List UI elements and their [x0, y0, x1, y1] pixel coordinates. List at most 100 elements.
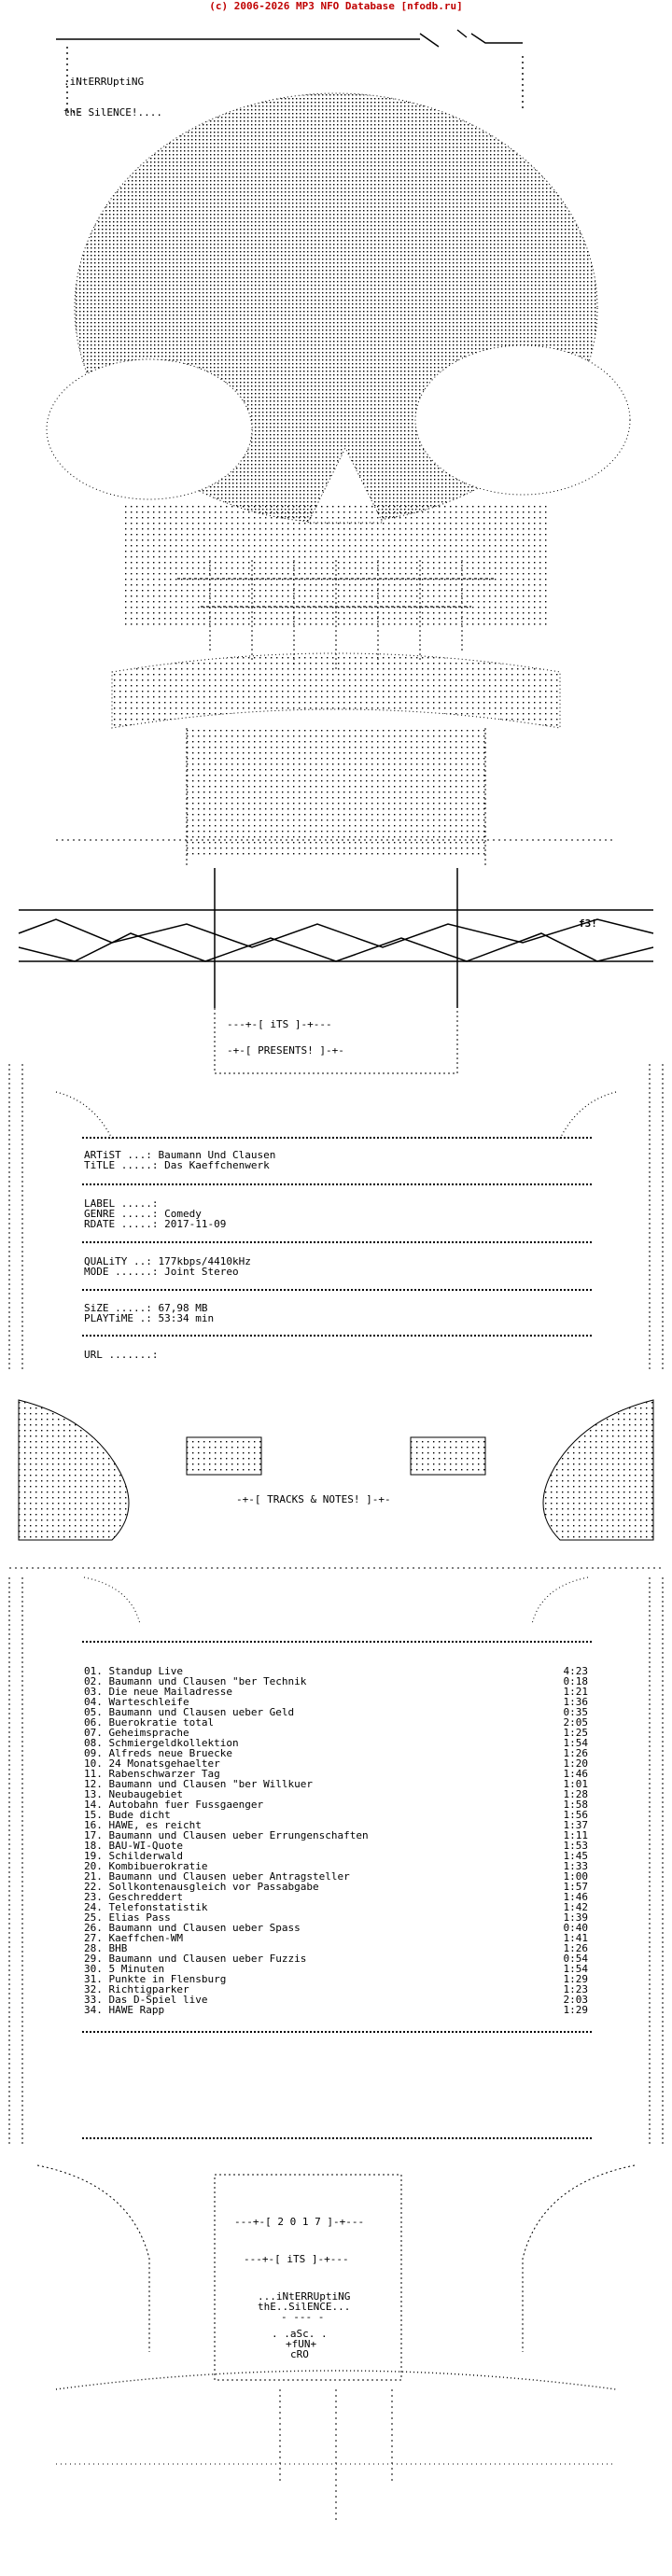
divider: [82, 1289, 592, 1291]
track-name: Das D-Spiel live: [108, 1994, 208, 2006]
track-duration: 1:54: [563, 1963, 589, 1975]
track-title: 09. Alfreds neue Bruecke: [84, 1748, 232, 1758]
track-number: 25.: [84, 1911, 103, 1924]
rdate-value: 2017-11-09: [164, 1218, 227, 1230]
track-duration: 1:56: [563, 1809, 589, 1821]
track-row: 16. HAWE, es reicht 1:37: [84, 1820, 588, 1830]
track-number: 05.: [84, 1706, 103, 1718]
track-title: 04. Warteschleife: [84, 1697, 189, 1707]
track-duration: 4:23: [563, 1665, 589, 1677]
track-duration: 1:46: [563, 1768, 589, 1780]
footer-its: ---+-[ iTS ]-+---: [244, 2253, 349, 2265]
divider: [82, 1183, 592, 1185]
track-title: 07. Geheimsprache: [84, 1728, 189, 1738]
track-name: Baumann und Clausen ueber Errungenschaft…: [108, 1829, 369, 1841]
track-row: 02. Baumann und Clausen "ber Technik 0:18: [84, 1676, 588, 1687]
track-duration: 0:18: [563, 1675, 589, 1687]
artist-label: ARTiST ...:: [84, 1149, 152, 1161]
track-title: 31. Punkte in Flensburg: [84, 1974, 226, 1984]
track-number: 23.: [84, 1891, 103, 1903]
info-frame: [8, 1064, 664, 1372]
track-row: 04. Warteschleife 1:36: [84, 1697, 588, 1707]
track-number: 34.: [84, 2004, 103, 2016]
track-number: 16.: [84, 1819, 103, 1831]
track-title: 02. Baumann und Clausen "ber Technik: [84, 1676, 306, 1687]
presents-its: ---+-[ iTS ]-+---: [227, 1018, 332, 1030]
track-name: Baumann und Clausen "ber Technik: [108, 1675, 307, 1687]
track-title: 28. BHB: [84, 1943, 127, 1953]
track-title: 30. 5 Minuten: [84, 1964, 164, 1974]
url-label: URL .......:: [84, 1349, 159, 1361]
track-number: 07.: [84, 1727, 103, 1739]
ornament-art: [9, 1399, 663, 1569]
track-number: 06.: [84, 1716, 103, 1729]
title-value: Das Kaeffchenwerk: [164, 1159, 270, 1171]
genre-field: GENRE .....: Comedy: [84, 1209, 202, 1219]
track-name: Buerokratie total: [108, 1716, 215, 1729]
quality-value: 177kbps/4410kHz: [158, 1255, 251, 1267]
track-name: Rabenschwarzer Tag: [108, 1768, 220, 1780]
footer-year: ---+-[ 2 0 1 7 ]-+---: [234, 2216, 365, 2228]
track-name: Baumann und Clausen ueber Fuzzis: [108, 1953, 307, 1965]
rdate-label: RDATE .....:: [84, 1218, 159, 1230]
track-title: 25. Elias Pass: [84, 1912, 171, 1923]
track-duration: 1:54: [563, 1737, 589, 1749]
track-title: 20. Kombibuerokratie: [84, 1861, 207, 1871]
logo-art: [18, 868, 654, 1008]
track-title: 24. Telefonstatistik: [84, 1902, 207, 1912]
track-name: Alfreds neue Bruecke: [108, 1747, 232, 1759]
playtime-field: PLAYTiME .: 53:34 min: [84, 1313, 214, 1323]
track-row: 11. Rabenschwarzer Tag 1:46: [84, 1769, 588, 1779]
track-number: 32.: [84, 1983, 103, 1995]
title-label: TiTLE .....:: [84, 1159, 159, 1171]
track-number: 17.: [84, 1829, 103, 1841]
track-number: 28.: [84, 1942, 103, 1954]
group-line-1: .iNtERRUptiNG: [63, 76, 145, 88]
track-name: BHB: [108, 1942, 128, 1954]
playtime-value: 53:34 min: [158, 1312, 215, 1324]
size-label: SiZE .....:: [84, 1302, 152, 1314]
track-duration: 1:36: [563, 1696, 589, 1708]
track-duration: 1:58: [563, 1799, 589, 1811]
track-name: HAWE, es reicht: [108, 1819, 202, 1831]
track-duration: 1:39: [563, 1911, 589, 1924]
track-duration: 1:46: [563, 1891, 589, 1903]
track-duration: 0:40: [563, 1922, 589, 1934]
track-number: 18.: [84, 1840, 103, 1852]
track-number: 14.: [84, 1799, 103, 1811]
track-name: Neubaugebiet: [108, 1788, 183, 1800]
genre-label: GENRE .....:: [84, 1208, 159, 1220]
track-duration: 1:20: [563, 1757, 589, 1770]
track-duration: 1:37: [563, 1819, 589, 1831]
track-name: BAU-WI-Quote: [108, 1840, 183, 1852]
footer-dash: - --- -: [281, 2311, 325, 2323]
track-duration: 1:26: [563, 1942, 589, 1954]
label-label: LABEL .....:: [84, 1197, 159, 1210]
track-duration: 2:03: [563, 1994, 589, 2006]
footer-group-line-1: ...iNtERRUptiNG: [258, 2290, 351, 2303]
track-row: 28. BHB 1:26: [84, 1943, 588, 1953]
footer-asc: . .aSc. .: [272, 2328, 328, 2340]
track-number: 11.: [84, 1768, 103, 1780]
group-line-2: thE SilENCE!....: [63, 106, 162, 119]
track-name: Baumann und Clausen ueber Geld: [108, 1706, 295, 1718]
track-name: Kombibuerokratie: [108, 1860, 208, 1872]
track-title: 16. HAWE, es reicht: [84, 1820, 202, 1830]
track-name: Schmiergeldkollektion: [108, 1737, 239, 1749]
track-name: Punkte in Flensburg: [108, 1973, 227, 1985]
